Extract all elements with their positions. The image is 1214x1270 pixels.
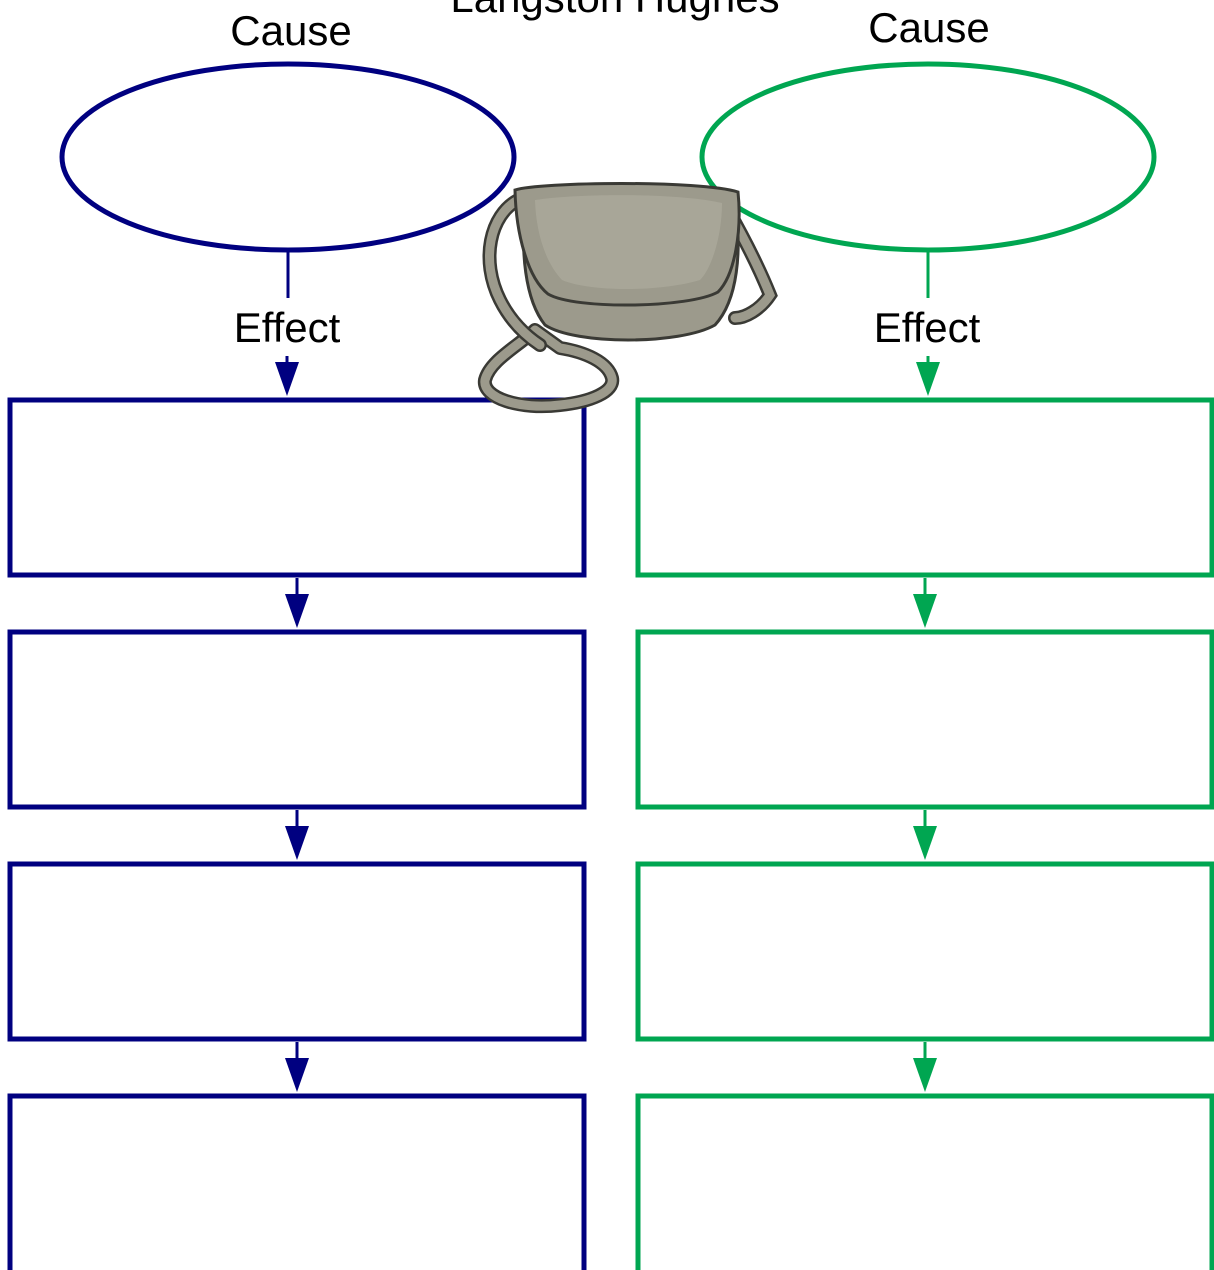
right-column: Cause Effect (635, 4, 1214, 1270)
right-arrow-3 (913, 826, 937, 860)
purse-strap-loop-fill (480, 325, 617, 411)
right-effect-box-4[interactable] (635, 1093, 1214, 1270)
left-arrow-4 (285, 1058, 309, 1092)
right-cause-label: Cause (868, 4, 989, 51)
left-effect-box-1[interactable] (7, 397, 587, 578)
right-effect-box-1[interactable] (635, 397, 1214, 578)
right-cause-oval[interactable] (699, 61, 1157, 253)
right-arrow-2 (913, 594, 937, 628)
left-arrow-2 (285, 594, 309, 628)
purse-icon (478, 182, 778, 414)
purse-strap-right-fill (723, 205, 776, 323)
left-effect-label: Effect (234, 304, 341, 351)
right-arrow-4 (913, 1058, 937, 1092)
right-arrow-1 (916, 362, 940, 396)
left-effect-box-2[interactable] (7, 629, 587, 810)
left-cause-label: Cause (230, 7, 351, 54)
left-effect-box-3[interactable] (7, 861, 587, 1042)
right-effect-box-3[interactable] (635, 861, 1214, 1042)
left-arrow-3 (285, 826, 309, 860)
left-column: Cause Effect (7, 7, 587, 1270)
right-effect-label: Effect (874, 304, 981, 351)
purse-flap-highlight (535, 195, 722, 289)
right-effect-box-2[interactable] (635, 629, 1214, 810)
left-arrow-1 (275, 362, 299, 396)
purse-strap-left-fill (485, 195, 545, 350)
left-effect-box-4[interactable] (7, 1093, 587, 1270)
left-cause-oval[interactable] (59, 61, 517, 253)
page-title: Langston Hughes (450, 0, 779, 21)
